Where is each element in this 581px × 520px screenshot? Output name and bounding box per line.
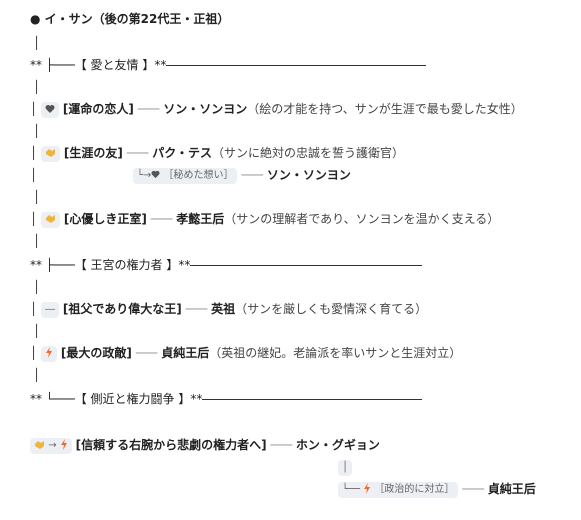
section-palace-powers: ** ├───【 王宮の権力者 】** [30,256,423,274]
character-note: （サンの理解者であり、ソンヨンを温かく支える） [224,212,500,226]
tree-bar: │ [33,368,41,382]
character-name: ソン・ソンヨン [266,168,351,182]
relation-greatest-rival: │ [最大の政敵] ─── 貞純王后（英祖の継妃。老論派を率いサンと生涯対立） [30,344,461,362]
character-name: 孝懿王后 [176,212,225,226]
section-label: 側近と権力闘争 [86,392,179,406]
connector: ─── [126,146,153,160]
secret-feelings-chip: └→ ［秘めた想い］ [132,167,238,184]
connector: ─── [185,302,212,316]
pipe-chip: │ [338,459,353,476]
handshake-icon [41,145,61,162]
tree-bar: │ [30,146,38,160]
character-name: 貞純王后 [487,482,536,496]
final-pipe: │ [338,458,353,476]
relation-role: [運命の恋人] [62,102,134,116]
sub-label: ［秘めた想い］ [163,169,234,181]
tree-bar: │ [30,102,38,116]
section-rule [190,265,423,266]
connector: ─── [150,212,177,226]
character-name: 英祖 [211,302,236,316]
title-text: ● イ・サン（後の第22代王・正祖） [30,12,230,26]
character-note: （サンを厳しくも愛情深く育てる） [235,302,428,316]
relation-role: [生涯の友] [63,146,123,160]
section-aides-power-struggle: ** └───【 側近と権力闘争 】** [30,390,423,408]
relation-secret-feelings: │ └→ ［秘めた想い］ ─── ソン・ソンヨン [30,166,351,184]
connector: ─── [462,482,488,496]
tree-bar: │ [30,346,38,360]
relation-lifelong-friend: │ [生涯の友] ─── パク・テス（サンに絶対の忠誠を誓う護衛官） [30,144,404,162]
section-love-friendship: ** ├───【 愛と友情 】** [30,56,427,74]
heart-icon [151,170,160,179]
section-close: 】** [142,58,167,72]
sub-prefix: └→ [136,169,152,181]
tree-bar: │ [30,212,38,226]
handshake-icon [35,440,44,449]
tree-bar: │ [33,234,41,248]
political-opposition-chip: └── ［政治的に対立］ [338,481,459,498]
connector: ─── [241,168,267,182]
section-label: 愛と友情 [86,58,143,72]
character-name: ソン・ソンヨン [163,102,248,116]
relation-fated-lover: │ [運命の恋人] ─── ソン・ソンヨン（絵の才能を持つ、サンが生涯で最も愛し… [30,100,523,118]
tree-bar: │ [33,280,41,294]
root-title: ● イ・サン（後の第22代王・正祖） [30,10,229,28]
relation-political-opposition: └── ［政治的に対立］ ─── 貞純王后 [338,480,536,498]
relation-role: [最大の政敵] [60,346,132,360]
section-close: 】** [166,258,191,272]
heart-icon [41,101,60,118]
lightning-icon [60,439,67,450]
character-note: （サンに絶対の忠誠を誓う護衛官） [211,146,404,160]
dash-icon: ― [41,301,60,318]
tree-bar: │ [33,124,41,138]
relation-role: [祖父であり偉大な王] [62,302,182,316]
relation-trusted-aide: → [信頼する右腕から悲劇の権力者へ] ─── ホン・グギョン [30,436,380,454]
section-open: ** ├───【 [30,258,87,272]
arrow-text: → [48,439,57,451]
section-rule [202,399,423,400]
section-open: ** ├───【 [30,58,87,72]
sub-prefix: └── [342,483,361,495]
character-note: （絵の才能を持つ、サンが生涯で最も愛した女性） [247,102,523,116]
connector: ─── [135,346,162,360]
tree-bar: │ [33,80,41,94]
section-close: 】** [178,392,203,406]
handshake-to-lightning-chip: → [30,437,72,454]
connector: ─── [137,102,164,116]
section-rule [166,65,427,66]
character-name: 貞純王后 [161,346,210,360]
relation-role: [心優しき正室] [63,212,147,226]
relation-kind-queen: │ [心優しき正室] ─── 孝懿王后（サンの理解者であり、ソンヨンを温かく支え… [30,210,499,228]
relation-role: [信頼する右腕から悲劇の権力者へ] [75,438,267,452]
tree-bar: │ [30,302,38,316]
tree-bar: │ [33,36,41,50]
tree-bar: │ [30,168,38,182]
character-name: パク・テス [152,146,212,160]
sub-label: ［政治的に対立］ [374,483,455,495]
relation-grandfather-king: │ ― [祖父であり偉大な王] ─── 英祖（サンを厳しくも愛情深く育てる） [30,300,427,318]
lightning-icon [41,345,58,362]
handshake-icon [41,211,61,228]
section-label: 王宮の権力者 [86,258,167,272]
section-open: ** └───【 [30,392,87,406]
character-name: ホン・グギョン [295,438,380,452]
connector: ─── [270,438,296,452]
tree-bar: │ [33,190,41,204]
character-note: （英祖の継妃。老論派を率いサンと生涯対立） [209,346,462,360]
tree-bar: │ [33,324,41,338]
lightning-icon [364,483,371,494]
